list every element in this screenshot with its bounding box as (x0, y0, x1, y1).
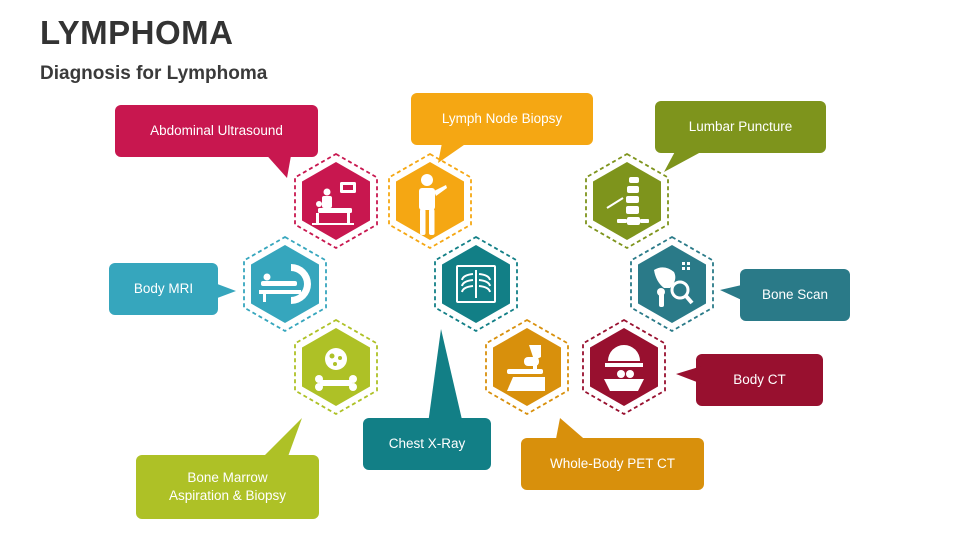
label-body-ct: Body CT (733, 372, 786, 387)
hex-lymph-node-biopsy (388, 152, 472, 250)
chest-xray-icon (456, 265, 496, 303)
hex-body-ct (582, 318, 666, 416)
callout-chest-x-ray (363, 329, 491, 470)
mri-scanner-icon (259, 264, 311, 304)
callout-lumbar-puncture (655, 101, 826, 172)
bone-scan-icon (654, 262, 694, 307)
hex-lumbar-puncture (585, 152, 669, 250)
label-bone-marrow: Bone Marrow Aspiration & Biopsy (136, 455, 319, 519)
patient-icon (419, 174, 447, 235)
spine-needle-icon (606, 177, 649, 225)
label-lymph-node-biopsy: Lymph Node Biopsy (441, 111, 563, 126)
ct-scanner-icon (604, 345, 644, 391)
callout-body-ct (676, 354, 823, 406)
label-bone-scan: Bone Scan (761, 287, 829, 302)
callout-body-mri (109, 263, 236, 315)
page-subtitle: Diagnosis for Lymphoma (40, 63, 268, 84)
hex-chest-x-ray (434, 235, 518, 333)
label-abdominal-ultrasound: Abdominal Ultrasound (150, 123, 283, 138)
label-bone-marrow-line-2: Aspiration & Biopsy (168, 488, 287, 503)
callout-whole-body-pet-ct (521, 418, 704, 490)
hex-whole-body-pet-ct (485, 318, 569, 416)
callout-lymph-node-biopsy (411, 93, 593, 163)
label-bone-marrow-line-1: Bone Marrow (187, 470, 268, 485)
label-chest-x-ray: Chest X-Ray (388, 436, 466, 451)
callout-bone-scan (720, 269, 850, 321)
page-title: LYMPHOMA (40, 14, 234, 51)
hex-abdominal-ultrasound (294, 152, 378, 250)
callout-bone-marrow (136, 418, 319, 519)
label-whole-body-pet-ct: Whole-Body PET CT (549, 456, 676, 471)
callout-abdominal-ultrasound (115, 105, 318, 178)
bone-marrow-icon (315, 348, 357, 391)
label-lumbar-puncture: Lumbar Puncture (688, 119, 793, 134)
hex-body-mri (243, 235, 327, 333)
label-body-mri: Body MRI (133, 281, 194, 296)
pet-ct-icon (507, 345, 545, 391)
ultrasound-icon (312, 182, 356, 225)
hex-bone-scan (630, 235, 714, 333)
hex-bone-marrow (294, 318, 378, 416)
